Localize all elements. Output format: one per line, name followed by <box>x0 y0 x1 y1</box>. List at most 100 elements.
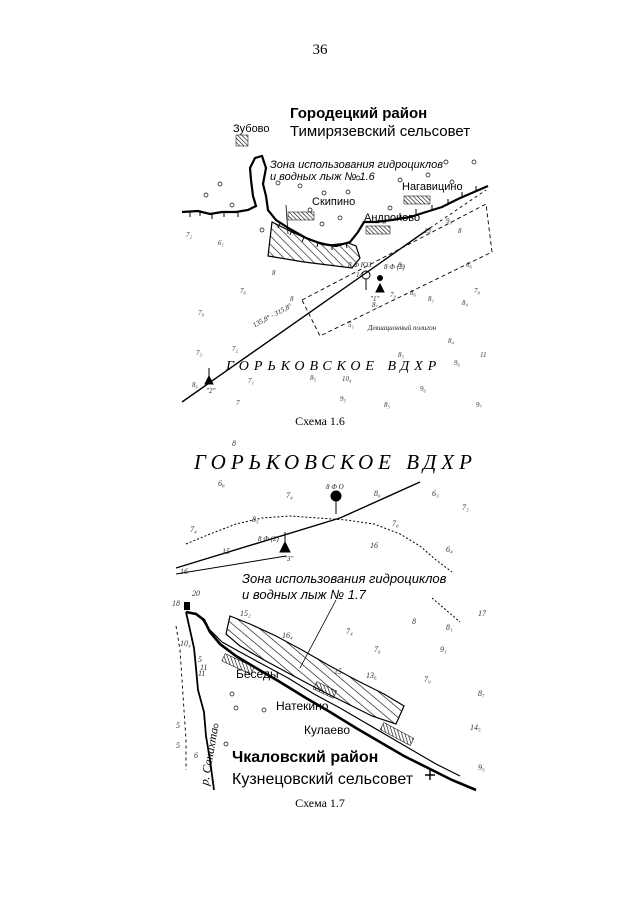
sounding: 8₆ <box>374 489 381 498</box>
sounding: 14 <box>356 271 363 279</box>
sounding: 8 <box>290 295 294 303</box>
village-nagavitsino-block <box>403 195 431 205</box>
shoreline-b-inner <box>199 615 461 777</box>
caption-scheme-1-6: Схема 1.6 <box>295 414 345 428</box>
sounding: 6₄ <box>446 545 453 554</box>
vegetation-a <box>203 159 477 233</box>
sounding: 8₇ <box>478 689 485 698</box>
sounding: 6₈ <box>218 479 225 488</box>
zone-1-7-leader <box>299 599 337 669</box>
sounding: 15 <box>222 547 230 556</box>
sounding: 7₈ <box>474 287 480 295</box>
beacon-label-a1: 8 Ф ЮЗ <box>348 261 372 269</box>
beacon-label-b1: 8 Ф О <box>326 483 344 491</box>
beacon-a2 <box>204 368 214 385</box>
sounding: 9₅ <box>478 763 485 772</box>
sounding: 7₂ <box>232 345 238 353</box>
deviation-polygon-label: Девиационный полигон <box>368 324 437 332</box>
reservoir-label-b: ГОРЬКОВСКОЕ ВДХР <box>194 450 477 474</box>
church-b <box>425 770 435 780</box>
sounding: 9₇ <box>476 401 482 409</box>
sounding: 7₁ <box>248 377 254 385</box>
beacon-b1 <box>330 490 342 514</box>
sounding: 10₄ <box>342 375 352 383</box>
sounding: 10₄ <box>180 639 191 648</box>
sounding: 7₄ <box>346 627 353 636</box>
sounding: 9₀ <box>446 217 452 225</box>
sounding: 7₃ <box>196 349 202 357</box>
sounding: 7₆ <box>240 287 246 295</box>
sounding: 11 <box>200 663 208 672</box>
sounding: 8₁ <box>428 295 434 303</box>
village-besedy-block <box>221 653 255 675</box>
sounding: 8₆ <box>410 289 416 297</box>
sounding: 8₅ <box>372 301 378 309</box>
sounding: 13 <box>424 227 431 235</box>
landmark-b <box>184 602 190 610</box>
sanakhta-bank <box>185 611 215 791</box>
sounding: 11 <box>198 669 206 678</box>
beacon-label-a3: "1" <box>370 295 380 303</box>
sounding: 7₃ <box>462 503 469 512</box>
sounding: 6 <box>194 751 198 760</box>
sounding: 6₃ <box>432 489 439 498</box>
upper-shore-b <box>185 515 453 573</box>
village-skipino-block <box>287 211 315 221</box>
reservoir-label-a: ГОРЬКОВСКОЕ ВДХР <box>226 359 442 374</box>
council-kuznetsovsky: Кузнецовский сельсовет <box>232 771 414 788</box>
sounding: 5 <box>176 721 180 730</box>
sounding: 7 <box>236 399 240 407</box>
sounding: 8₅ <box>310 374 316 382</box>
village-kulaevo: Кулаево <box>304 723 350 737</box>
sounding: 5 <box>198 655 202 664</box>
village-zubovo: Зубово <box>233 123 270 135</box>
zone-1-7-line1: Зона использования гидроциклов <box>242 571 447 586</box>
region-chkalovsky: Чкаловский район <box>232 749 379 766</box>
beacon-label-b2: 8 Ф (2) <box>258 535 279 543</box>
sanakhta-bank-west <box>175 625 187 770</box>
ridge-b <box>431 597 461 623</box>
sounding: 8 <box>272 269 276 277</box>
village-natekino: Натекино <box>276 699 329 713</box>
leading-line-b <box>175 517 341 569</box>
sounding: 8₁ <box>398 261 404 269</box>
beacon-label-a2: 8 Ф (2) <box>384 263 405 271</box>
beacon-label-a4: "2" <box>206 387 216 395</box>
sounding: 9₆ <box>454 359 460 367</box>
zone-1-7-line2: и водных лыж № 1.7 <box>242 587 366 602</box>
zone-1-6-line2: и водных лыж № 1.6 <box>270 171 375 183</box>
zone-1-6-line1: Зона использования гидроциклов <box>270 159 443 171</box>
zone-1-6-area <box>267 221 361 269</box>
sounding: 8₄ <box>462 299 468 307</box>
sounding: 15 <box>334 667 342 676</box>
sounding: 6₆ <box>466 261 472 269</box>
sounding: 8₅ <box>252 515 259 524</box>
village-zubovo-block <box>235 134 249 147</box>
sounding: 7₄ <box>286 491 293 500</box>
region-gorodets: Городецкий район <box>290 105 428 122</box>
sounding: 7₉ <box>390 291 396 299</box>
page-number: 36 <box>312 42 328 58</box>
sounding: 8 <box>458 227 462 235</box>
leading-line-a-dash <box>429 189 487 229</box>
shoreline-a <box>181 154 489 248</box>
leading-line-b-2 <box>339 481 421 519</box>
sounding: 7₈ <box>392 519 399 528</box>
sounding: 14₅ <box>470 723 481 732</box>
sounding: 15₂ <box>240 609 251 618</box>
sounding: 8 <box>232 439 236 448</box>
village-andronovo-block <box>365 225 391 235</box>
beacon-b2 <box>279 532 291 553</box>
vegetation-b <box>213 691 267 747</box>
sounding: 11 <box>480 351 487 359</box>
sounding: 8₆ <box>192 381 198 389</box>
village-natekino-block <box>313 681 337 699</box>
sounding: 8₅ <box>398 351 404 359</box>
sounding: 17 <box>478 609 486 618</box>
sounding: 6₁ <box>218 239 224 247</box>
beacon-a1 <box>361 270 385 293</box>
village-andronovo: Андроново <box>364 212 421 224</box>
sounding: 8₄ <box>448 337 454 345</box>
village-nagavitsino: Нагавицино <box>402 181 463 193</box>
